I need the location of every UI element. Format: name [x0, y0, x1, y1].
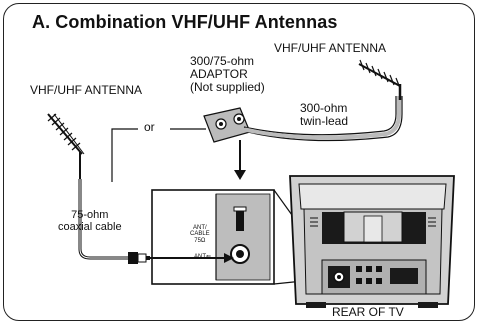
adaptor-label: 300/75-ohm ADAPTOR (Not supplied) — [190, 54, 265, 94]
tv-label: REAR OF TV — [332, 305, 404, 319]
tv-rear-icon — [289, 175, 455, 308]
right-antenna-label: VHF/UHF ANTENNA — [274, 41, 387, 55]
adaptor-down-arrow — [234, 140, 246, 180]
left-antenna-icon — [47, 113, 85, 182]
jack-detail-panel — [150, 189, 333, 285]
or-connector-line — [111, 128, 206, 182]
diagram-frame: A. Combination VHF/UHF Antennas VHF/UHF … — [3, 3, 475, 321]
twin-lead-cable — [243, 96, 403, 142]
coaxial-cable — [78, 179, 128, 260]
adaptor-icon — [203, 107, 251, 143]
jack-label: ANT/ CABLE 75Ω — [190, 225, 210, 244]
or-label: or — [144, 120, 155, 134]
connection-diagram — [47, 59, 455, 308]
jack-label-small: ANT⇐ — [194, 254, 212, 260]
right-antenna-icon — [358, 59, 402, 100]
left-antenna-label: VHF/UHF ANTENNA — [30, 83, 143, 97]
f-connector-icon — [128, 252, 150, 264]
coax-cable-label: 75-ohm coaxial cable — [58, 209, 122, 233]
diagram-title: A. Combination VHF/UHF Antennas — [32, 12, 338, 32]
twin-lead-label: 300-ohm twin-lead — [300, 101, 349, 128]
